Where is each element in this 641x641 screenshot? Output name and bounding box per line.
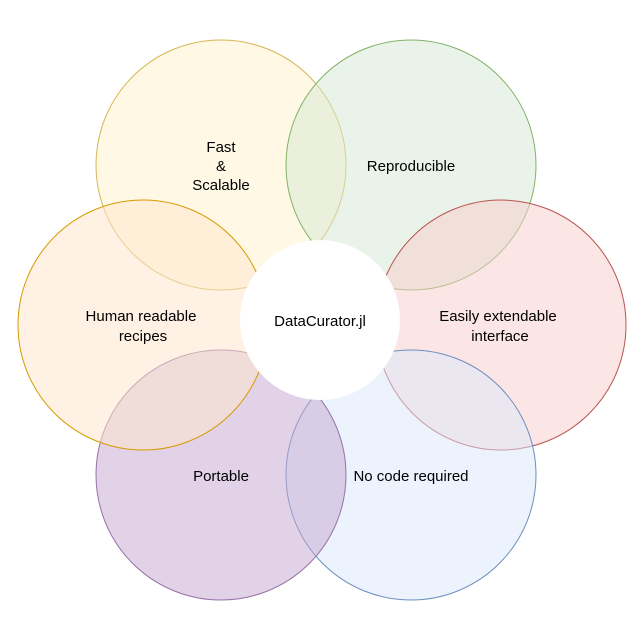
- label-easily-extendable: Easily extendable: [439, 308, 557, 325]
- center-circle: [240, 240, 400, 400]
- center-label-datacurator: DataCurator.jl: [274, 313, 366, 330]
- label-fast: Fast: [206, 139, 236, 156]
- label-human-readable: Human readable: [86, 308, 197, 325]
- label-scalable: Scalable: [192, 177, 250, 194]
- label-ampersand: &: [216, 158, 226, 175]
- label-reproducible: Reproducible: [367, 158, 455, 175]
- label-recipes: recipes: [119, 328, 167, 345]
- label-no-code-required: No code required: [353, 468, 468, 485]
- petal-circle-human-readable-recipes: [18, 200, 268, 450]
- label-portable: Portable: [193, 468, 249, 485]
- petal-human-readable-recipes: [17, 199, 269, 451]
- label-interface: interface: [471, 328, 529, 345]
- petal-circle-no-code-required: [286, 350, 536, 600]
